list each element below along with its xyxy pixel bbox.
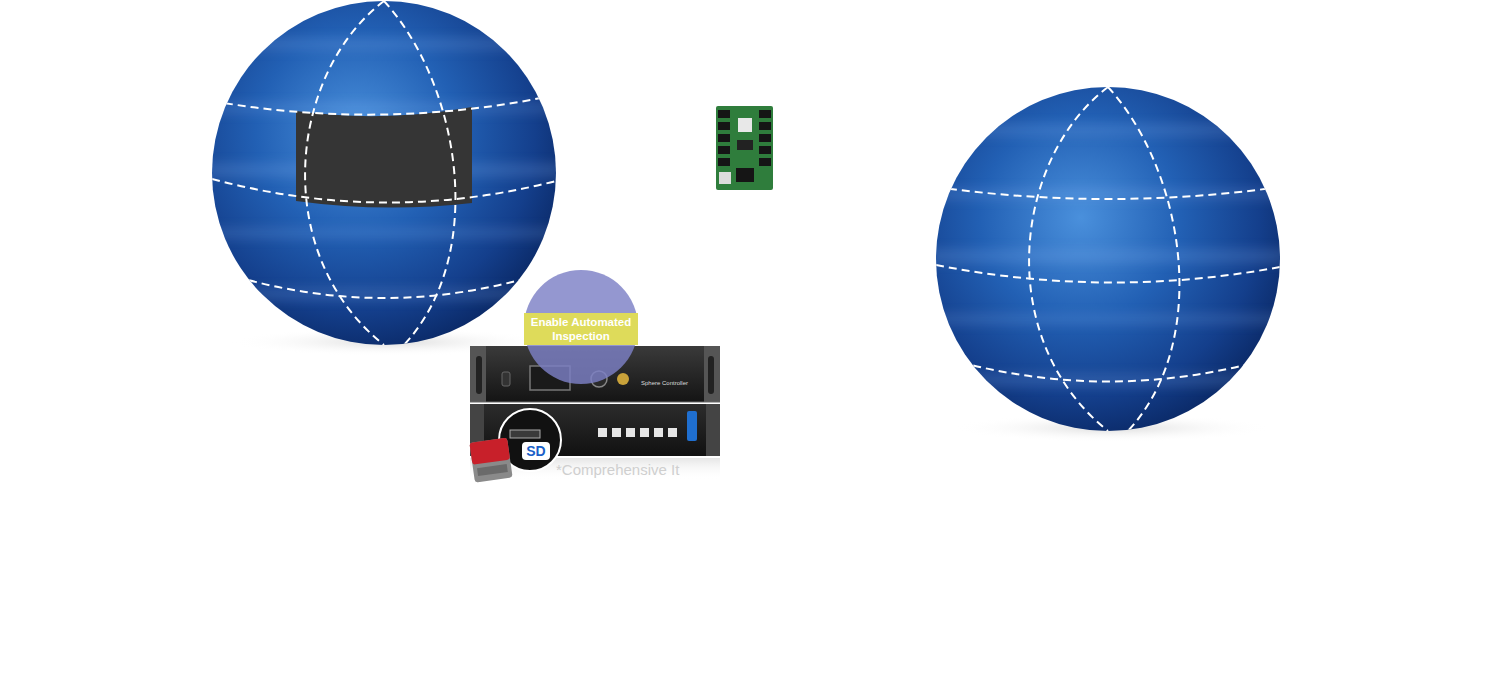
- node-outline: [498, 408, 562, 472]
- node-text: SD: [522, 442, 550, 460]
- node-text: Enable Automated Inspection: [524, 315, 638, 343]
- led-sphere: [204, 1, 564, 345]
- device-name: Sphere Controller: [641, 380, 688, 386]
- receiving-card: [716, 106, 773, 190]
- footnote: *Comprehensive It: [556, 461, 679, 478]
- sd-card: [469, 438, 512, 483]
- feature-circle-shape: [524, 270, 638, 384]
- led-sphere: [928, 87, 1288, 431]
- sd-slot: [510, 430, 540, 438]
- sd-slot-callout: SD: [498, 408, 562, 472]
- feature-band: [524, 313, 638, 345]
- sd-slot-circle: [499, 409, 561, 471]
- feature-circle: Enable Automated Inspection: [524, 270, 638, 384]
